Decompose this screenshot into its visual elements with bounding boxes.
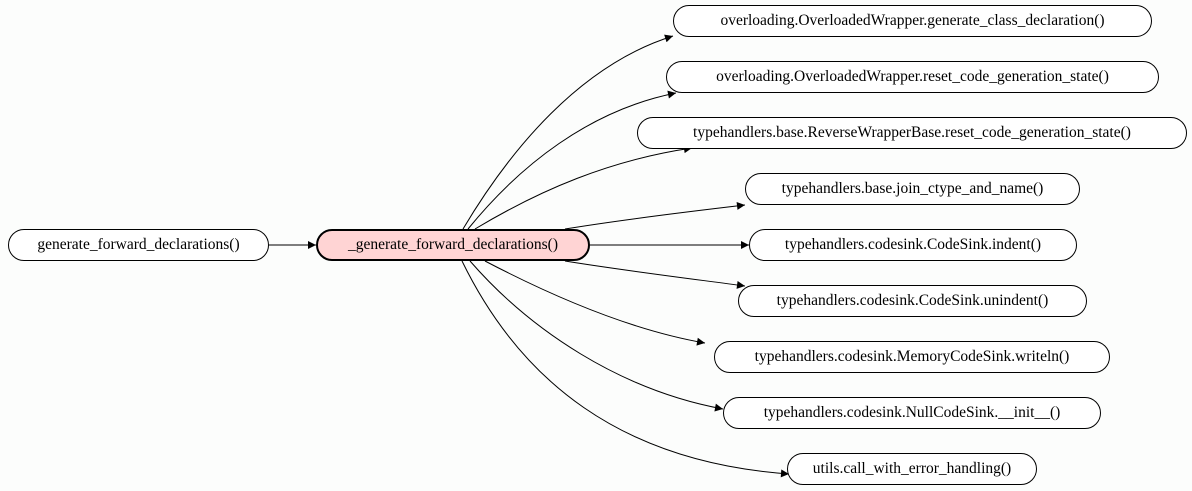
node-caller[interactable]: generate_forward_declarations() [8,229,269,261]
edge-to-call-with-error-handling [461,260,790,478]
edge-to-codesink-unindent [564,260,746,289]
edge-to-join-ctype-and-name [564,201,746,230]
edge-to-memorycodesink-writeln [484,260,706,346]
node-callee-overloaded-reset-state[interactable]: overloading.OverloadedWrapper.reset_code… [666,61,1159,93]
node-callee-call-with-error-handling[interactable]: utils.call_with_error_handling() [787,453,1037,485]
node-callee-generate-class-declaration[interactable]: overloading.OverloadedWrapper.generate_c… [673,5,1152,37]
node-callee-codesink-indent[interactable]: typehandlers.codesink.CodeSink.indent() [749,229,1077,261]
node-callee-memorycodesink-writeln[interactable]: typehandlers.codesink.MemoryCodeSink.wri… [714,341,1110,373]
edge-to-nullcodesink-init [469,260,724,412]
node-callee-join-ctype-and-name[interactable]: typehandlers.base.join_ctype_and_name() [745,173,1080,205]
edge-to-overloaded-reset-state [467,90,677,230]
node-callee-reverse-wrapper-reset-state[interactable]: typehandlers.base.ReverseWrapperBase.res… [637,117,1187,149]
node-callee-codesink-unindent[interactable]: typehandlers.codesink.CodeSink.unindent(… [738,285,1087,317]
edge-to-reverse-wrapper-reset-state [474,145,693,230]
node-focus-function[interactable]: _generate_forward_declarations() [316,229,590,261]
node-callee-nullcodesink-init[interactable]: typehandlers.codesink.NullCodeSink.__ini… [723,397,1101,429]
edge-to-generate-class-declaration [462,34,674,230]
